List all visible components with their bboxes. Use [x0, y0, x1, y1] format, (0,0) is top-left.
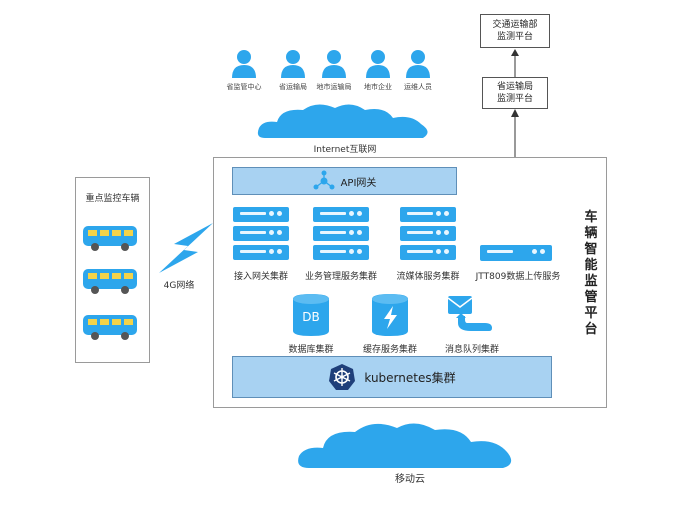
kubernetes-label: kubernetes集群 — [364, 370, 456, 385]
cache-icon — [372, 294, 408, 336]
mobile-cloud-label: 移动云 — [395, 474, 425, 485]
kubernetes-icon — [329, 364, 356, 390]
network-hub-icon — [313, 170, 335, 190]
internet-cloud-icon — [257, 104, 428, 138]
mq-cluster-label: 消息队列集群 — [444, 345, 499, 355]
user-label: 地市企业 — [364, 83, 392, 91]
user-label: 运维人员 — [404, 83, 432, 91]
access-cluster-label: 接入网关集群 — [233, 272, 288, 282]
user-label: 省运输局 — [279, 83, 307, 91]
server-icon — [233, 226, 289, 241]
server-icon — [480, 245, 552, 261]
bus-icon — [83, 269, 137, 294]
database-cluster-label: 数据库集群 — [288, 345, 334, 355]
message-queue-icon — [447, 296, 492, 331]
province-platform-box: 省运输局 监测平台 — [482, 77, 548, 109]
business-server-stack — [313, 207, 369, 264]
jtt809-label: JTT809数据上传服务 — [475, 272, 561, 282]
server-icon — [400, 226, 456, 241]
server-icon — [400, 207, 456, 222]
lightning-icon — [159, 223, 213, 273]
cache-cluster-label: 缓存服务集群 — [362, 345, 417, 355]
jtt809-server — [480, 245, 552, 265]
internet-label: Internet互联网 — [313, 145, 377, 155]
bus-icon — [83, 226, 137, 251]
ministry-platform-box: 交通运输部 监测平台 — [480, 14, 550, 48]
user-icon — [406, 50, 430, 78]
platform-title-text: 车辆智能监管平台 — [584, 210, 598, 337]
server-icon — [313, 207, 369, 222]
user-icon — [366, 50, 390, 78]
server-icon — [313, 226, 369, 241]
network-label: 4G网络 — [163, 281, 195, 291]
user-label: 地市运输局 — [316, 83, 352, 91]
media-server-stack — [400, 207, 456, 264]
user-icon — [232, 50, 256, 78]
api-gateway-label: API网关 — [340, 177, 377, 189]
api-gateway-bar: API网关 — [232, 167, 457, 195]
db-icon-text: DB — [302, 310, 320, 324]
kubernetes-bar: kubernetes集群 — [232, 356, 552, 398]
database-icon — [293, 294, 329, 336]
server-icon — [313, 245, 369, 260]
platform-title: 车辆智能监管平台 — [583, 210, 599, 338]
vehicles-title: 重点监控车辆 — [85, 194, 140, 204]
user-icon — [281, 50, 305, 78]
mobile-cloud-icon — [298, 423, 512, 468]
user-label: 省监管中心 — [226, 83, 262, 91]
media-cluster-label: 流媒体服务集群 — [396, 272, 460, 282]
server-icon — [400, 245, 456, 260]
bus-icon — [83, 315, 137, 340]
user-icon — [322, 50, 346, 78]
server-icon — [233, 207, 289, 222]
server-icon — [233, 245, 289, 260]
access-server-stack — [233, 207, 289, 264]
business-cluster-label: 业务管理服务集群 — [304, 272, 377, 282]
arrow-up-icon — [511, 49, 519, 77]
